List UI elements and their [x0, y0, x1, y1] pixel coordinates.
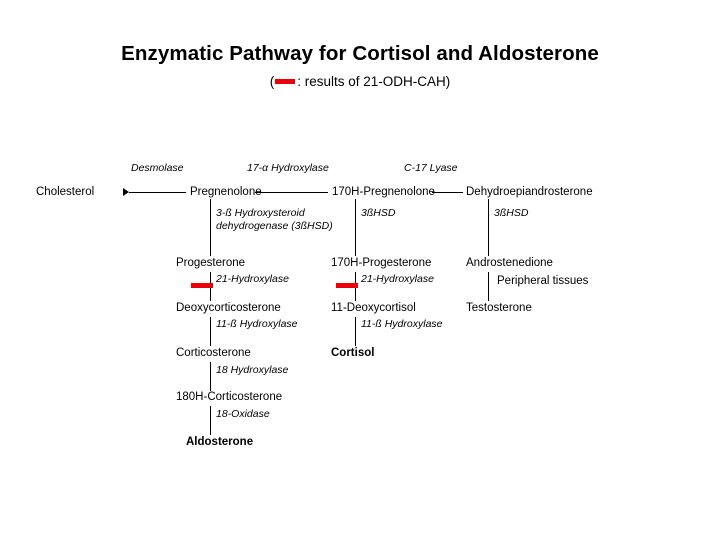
node-progesterone: Progesterone: [176, 257, 246, 269]
connector-deoxycorticosterone-corticosterone: [210, 317, 211, 346]
block-bar-21-hydroxylase-mid: [336, 283, 358, 288]
enzyme-label-21-hydroxylase-mid: 21-Hydroxylase: [361, 273, 434, 285]
node-11-deoxycortisol: 11-Deoxycortisol: [331, 302, 416, 314]
connector-pregnenolone-17oh-pregnenolone: [255, 192, 328, 193]
title-block: Enzymatic Pathway for Cortisol and Aldos…: [0, 42, 720, 89]
connector-pregnenolone-progesterone: [210, 199, 211, 256]
enzyme-label-3bhsd-full-line1: 3-ß Hydroxysteroid: [216, 207, 305, 219]
enzyme-label-3bhsd-mid: 3ßHSD: [361, 207, 396, 219]
enzyme-label-11b-hydroxylase-mid: 11-ß Hydroxylase: [361, 318, 443, 330]
legend-caption: : results of 21-ODH-CAH): [297, 74, 451, 89]
node-18oh-corticosterone: 180H-Corticosterone: [176, 391, 283, 403]
node-corticosterone: Corticosterone: [176, 347, 251, 359]
node-androstenedione: Androstenedione: [466, 257, 553, 269]
enzyme-label-11b-hydroxylase-left: 11-ß Hydroxylase: [216, 318, 298, 330]
connector-cholesterol-pregnenolone: [129, 192, 186, 193]
node-dehydroepiandrosterone: Dehydroepiandrosterone: [466, 186, 593, 198]
arrowhead-cholesterol-to-pregnenolone: [123, 188, 129, 196]
node-aldosterone: Aldosterone: [186, 436, 254, 448]
enzyme-label-21-hydroxylase-left: 21-Hydroxylase: [216, 273, 289, 285]
node-17oh-progesterone: 170H-Progesterone: [331, 257, 432, 269]
connector-11-deoxycortisol-cortisol: [355, 317, 356, 346]
node-pregnenolone: Pregnenolone: [190, 186, 262, 198]
connector-18oh-corticosterone-aldosterone: [210, 406, 211, 435]
node-cholesterol: Cholesterol: [36, 186, 95, 198]
node-deoxycorticosterone: Deoxycorticosterone: [176, 302, 281, 314]
connector-corticosterone-18oh-corticosterone: [210, 362, 211, 391]
enzyme-label-desmolase: Desmolase: [131, 162, 184, 174]
connector-dhea-androstenedione: [488, 199, 489, 256]
node-17oh-pregnenolone: 170H-Pregnenolone: [332, 186, 435, 198]
node-testosterone: Testosterone: [466, 302, 532, 314]
node-cortisol: Cortisol: [331, 347, 375, 359]
enzyme-label-peripheral-tissues: Peripheral tissues: [497, 275, 589, 287]
legend-subtitle: ( : results of 21-ODH-CAH): [0, 74, 720, 89]
enzyme-label-3bhsd-full-line2: dehydrogenase (3ßHSD): [216, 220, 333, 232]
page-title: Enzymatic Pathway for Cortisol and Aldos…: [121, 42, 599, 65]
block-bar-21-hydroxylase-left: [191, 283, 213, 288]
enzyme-label-18-oxidase: 18-Oxidase: [216, 408, 270, 420]
connector-17oh-pregnenolone-17oh-progesterone: [355, 199, 356, 256]
enzyme-label-3bhsd-right: 3ßHSD: [494, 207, 529, 219]
connector-androstenedione-testosterone: [488, 272, 489, 301]
enzyme-label-17a-hydroxylase: 17-α Hydroxylase: [247, 162, 329, 174]
enzyme-label-c17-lyase: C-17 Lyase: [404, 162, 458, 174]
connector-17oh-pregnenolone-dhea: [432, 192, 463, 193]
legend-open-paren: (: [269, 74, 275, 89]
red-bar-icon: [275, 79, 296, 84]
enzyme-label-18-hydroxylase: 18 Hydroxylase: [216, 364, 289, 376]
